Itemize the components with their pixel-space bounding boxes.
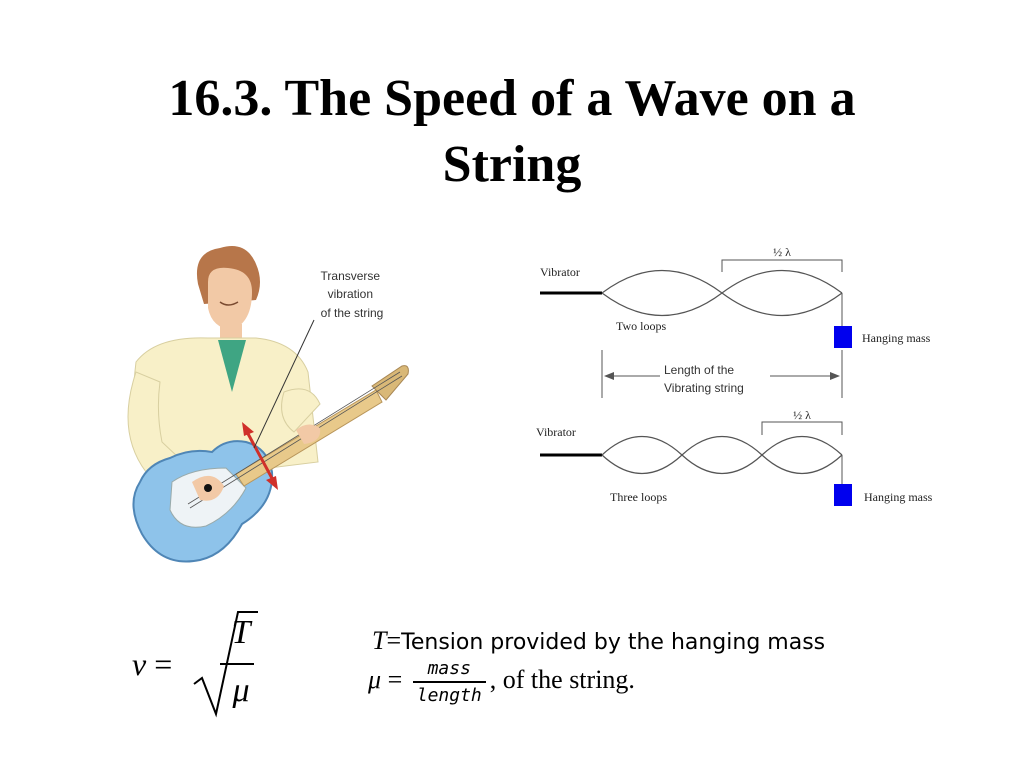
tension-definition: T=Tension provided by the hanging mass bbox=[372, 626, 825, 656]
two-loops-label: Two loops bbox=[616, 319, 666, 333]
three-loops-diagram: Vibrator Hanging mass Three loops ½ λ bbox=[536, 408, 933, 506]
tension-description: Tension provided by the hanging mass bbox=[401, 630, 826, 655]
hanging-mass-label-top: Hanging mass bbox=[862, 331, 931, 345]
svg-text:Transverse vibration o: Transverse vibration of the string bbox=[321, 269, 384, 320]
title-line-1: 16.3. The Speed of a Wave on a bbox=[168, 70, 856, 127]
vibrator-label-bottom: Vibrator bbox=[536, 425, 576, 439]
half-lambda-bottom: ½ λ bbox=[793, 408, 811, 422]
three-loop-wave bbox=[601, 435, 843, 475]
callout-line-3: of the string bbox=[321, 306, 384, 320]
hanging-mass-top bbox=[834, 326, 852, 348]
hanging-mass-label-bottom: Hanging mass bbox=[864, 490, 933, 504]
two-loop-wave bbox=[601, 269, 843, 317]
tension-symbol: T bbox=[372, 626, 387, 655]
length-label-line-1: Length of the bbox=[664, 363, 734, 377]
guitar-player-illustration: Transverse vibration of the string bbox=[127, 246, 409, 563]
tension-equals: = bbox=[386, 626, 402, 655]
half-lambda-top: ½ λ bbox=[773, 245, 791, 259]
string-length-indicator: Length of the Vibrating string bbox=[601, 350, 843, 398]
player-face bbox=[208, 267, 252, 330]
svg-text:Length of the Vibrating: Length of the Vibrating string bbox=[664, 363, 744, 395]
vibrator-label-top: Vibrator bbox=[540, 265, 580, 279]
length-denominator: length bbox=[416, 685, 482, 706]
vibration-arrow bbox=[242, 422, 278, 490]
mu-symbol: μ bbox=[368, 664, 382, 694]
standing-wave-diagram: Vibrator Hanging mass Two loops ½ λ Leng… bbox=[536, 245, 933, 506]
mu-equals: = bbox=[387, 664, 403, 694]
slide-title: 16.3. The Speed of a Wave on a String bbox=[0, 66, 1024, 198]
title-line-2: String bbox=[442, 136, 582, 193]
wave-speed-formula: v = bbox=[132, 646, 172, 683]
length-label-line-2: Vibrating string bbox=[664, 381, 744, 395]
mu-tail-text: , of the string. bbox=[489, 664, 635, 694]
fraction-denominator: μ bbox=[232, 672, 250, 709]
callout-line-1: Transverse bbox=[321, 269, 381, 283]
fraction-numerator: T bbox=[231, 614, 251, 651]
linear-density-definition: μ = mass length , of the string. bbox=[368, 658, 635, 706]
callout-line-2: vibration bbox=[328, 287, 373, 301]
callout-line bbox=[253, 319, 315, 449]
mass-numerator: mass bbox=[412, 658, 486, 683]
v-symbol: v bbox=[132, 646, 147, 682]
two-loops-diagram: Vibrator Hanging mass Two loops ½ λ bbox=[540, 245, 931, 348]
hanging-mass-bottom bbox=[834, 484, 852, 506]
mass-per-length-fraction: mass length bbox=[412, 658, 486, 706]
equals-sign: = bbox=[154, 646, 173, 682]
square-root bbox=[193, 611, 258, 718]
three-loops-label: Three loops bbox=[610, 490, 667, 504]
